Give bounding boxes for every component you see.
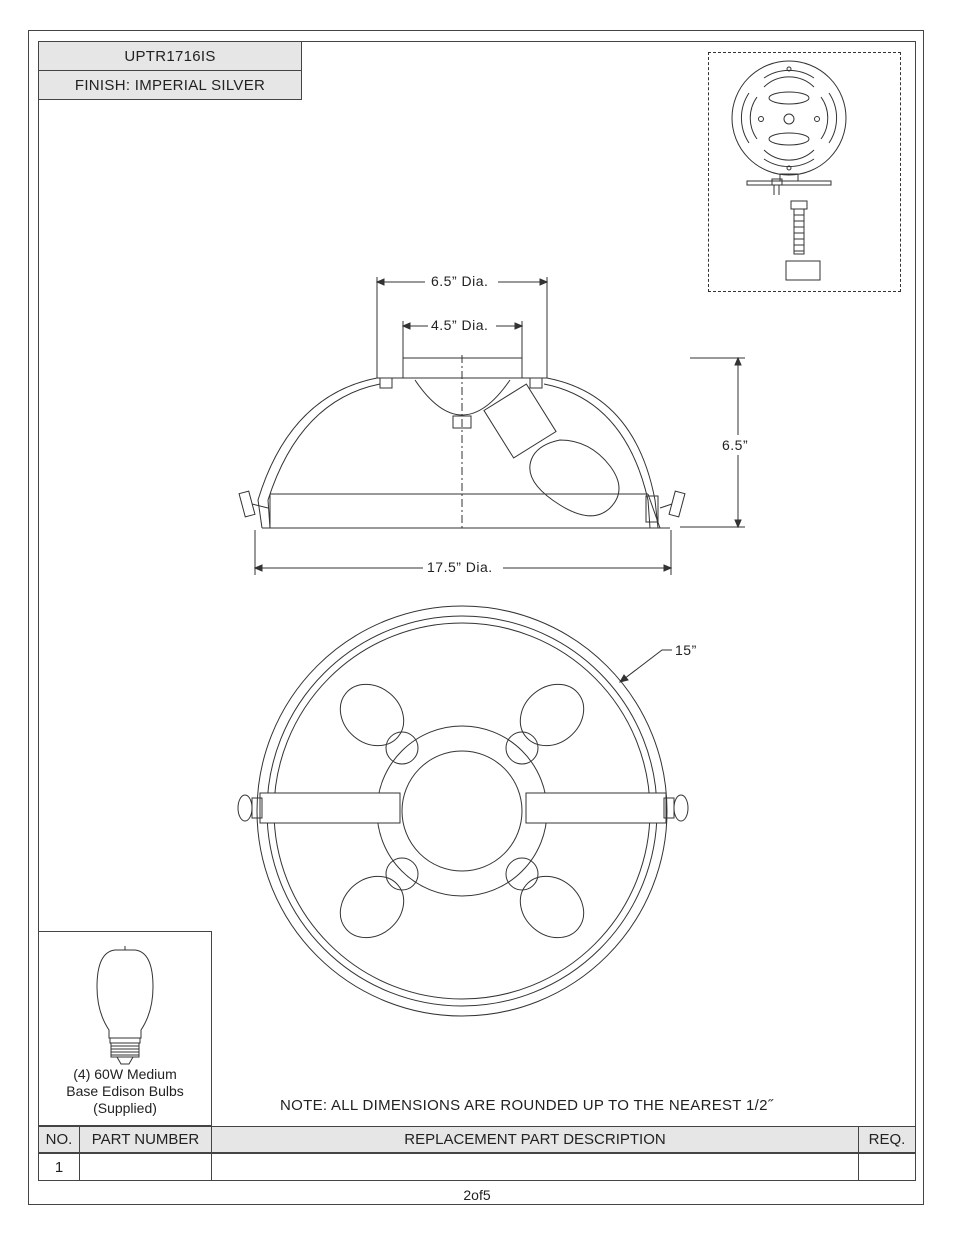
page-number: 2of5: [463, 1187, 491, 1203]
model-number-box: UPTR1716IS: [38, 41, 302, 71]
left-arm: [259, 792, 401, 824]
bottom-diameter-dimension: 15”: [672, 642, 700, 658]
outer-border: [28, 30, 924, 1205]
canopy-bottom: [401, 750, 523, 872]
col-header-req: REQ.: [858, 1126, 916, 1153]
width-dimension: 17.5” Dia.: [424, 559, 496, 575]
center-hole: [783, 113, 795, 125]
bulb-line-2: Base Edison Bulbs: [66, 1083, 184, 1099]
slot-right: [828, 92, 838, 144]
left-knob: [238, 490, 256, 518]
finish-box: FINISH: IMPERIAL SILVER: [38, 70, 302, 100]
mounting-hardware-inset: [708, 52, 901, 292]
model-number: UPTR1716IS: [124, 47, 216, 65]
bulb-bottom-left: [339, 857, 419, 939]
bulb-box: [38, 931, 212, 1126]
col-header-no: NO.: [38, 1126, 80, 1153]
shade-outer-ring: [256, 605, 668, 1017]
cap-nut: [785, 260, 821, 281]
slot-top: [763, 69, 815, 79]
bulb-description: (4) 60W Medium Base Edison Bulbs (Suppli…: [38, 1066, 212, 1117]
height-dimension: 6.5”: [719, 437, 752, 453]
canopy-outer-dimension: 6.5” Dia.: [428, 273, 492, 289]
finish-label: FINISH: IMPERIAL SILVER: [74, 76, 266, 94]
bulb-top-left: [339, 683, 419, 765]
right-arm: [525, 792, 667, 824]
side-bulb: [529, 439, 620, 517]
socket: [483, 383, 557, 459]
threaded-nipple: [793, 208, 805, 255]
bulb-top-right: [505, 683, 585, 765]
slot-left: [740, 92, 750, 144]
shade-left-curve: [257, 377, 378, 529]
dimension-note: NOTE: ALL DIMENSIONS ARE ROUNDED UP TO T…: [280, 1097, 774, 1114]
table-row-cell-req: [858, 1153, 916, 1181]
mounting-hardware-drawing: [731, 60, 847, 281]
col-header-part-number: PART NUMBER: [79, 1126, 212, 1153]
table-row-cell-no: 1: [38, 1153, 80, 1181]
right-knob-bottom: [673, 794, 689, 822]
side-view-drawing: [238, 277, 745, 575]
bulb-line-1: (4) 60W Medium: [73, 1066, 177, 1082]
table-row-cell-description: [211, 1153, 859, 1181]
crossbar-plate-outline: [731, 60, 847, 176]
col-header-description: REPLACEMENT PART DESCRIPTION: [211, 1126, 859, 1153]
edison-bulb-icon: [96, 946, 154, 1065]
bulb-bottom-right: [505, 857, 585, 939]
table-row-cell-part-number: [79, 1153, 212, 1181]
bottom-view-drawing: [237, 605, 689, 1017]
right-knob: [668, 490, 686, 518]
canopy-inner-dimension: 4.5” Dia.: [428, 317, 492, 333]
bulb-line-3: (Supplied): [93, 1100, 157, 1116]
left-knob-bottom: [237, 794, 253, 822]
slot-bottom: [763, 158, 815, 168]
shade-right-curve: [546, 377, 659, 529]
